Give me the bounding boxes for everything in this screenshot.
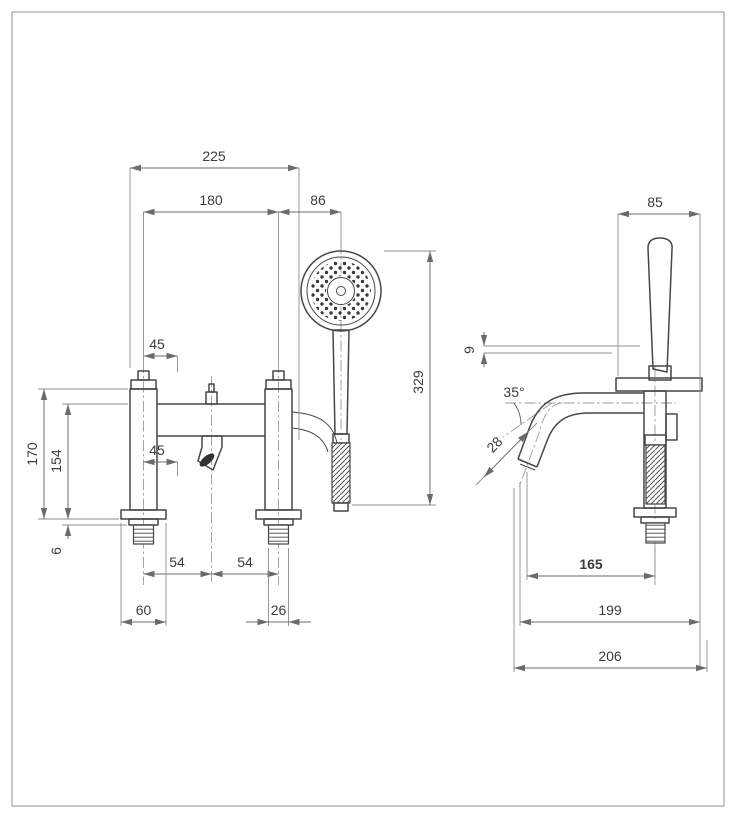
dim-front-handle-offset: 45 [149, 336, 165, 352]
hose-coil [331, 442, 351, 504]
spout-side-outer [517, 392, 644, 460]
head-center-ring [327, 277, 355, 305]
dim-side-spout-bore: 28 [483, 433, 505, 455]
centerline-spout-angle [502, 402, 553, 438]
spray-center-mask [326, 276, 356, 306]
spout-side-inner [536, 412, 644, 468]
hose-end-nut [333, 502, 349, 512]
shower-head [300, 250, 382, 332]
front-dimensions: 225 180 86 45 45 170 154 6 54 54 [24, 148, 436, 626]
centerline-spout-curve [518, 402, 563, 488]
spout-side-outlet [517, 458, 538, 468]
dim-side-mid-reach: 199 [598, 602, 622, 618]
dim-front-centres-width: 180 [199, 192, 223, 208]
dim-front-body-height: 170 [24, 442, 40, 466]
side-view [502, 237, 703, 585]
dim-front-tail-diameter: 26 [271, 602, 287, 618]
dim-side-spout-reach: 165 [579, 556, 603, 572]
spout-outlet [199, 453, 215, 467]
dim-side-spout-angle: 35° [503, 384, 524, 400]
dim-side-overall-reach: 206 [598, 648, 622, 664]
dim-front-left-centres: 54 [169, 554, 185, 570]
right-inlet-tail [267, 524, 290, 545]
side-handle [665, 413, 678, 441]
dim-front-spout-offset: 45 [149, 442, 165, 458]
side-dimensions: 85 9 35° 28 165 199 206 [461, 194, 708, 672]
spout-front [197, 435, 223, 471]
dim-front-right-centres: 54 [237, 554, 253, 570]
head-outer-ring [300, 250, 382, 332]
hose-curve-inner [291, 427, 329, 453]
dim-front-inner-height: 154 [48, 449, 64, 473]
dim-front-hose-drop: 329 [410, 370, 426, 394]
left-inlet-tail [132, 524, 155, 545]
front-view [120, 243, 382, 585]
dim-side-top-gap: 9 [461, 346, 477, 354]
dim-front-overall-width: 225 [202, 148, 226, 164]
dim-side-head-width: 85 [647, 194, 663, 210]
head-inner-ring [306, 256, 376, 326]
handset-holder [648, 365, 672, 381]
diverter-knob [205, 391, 218, 405]
head-center-cap [336, 286, 346, 296]
dim-front-flange-diameter: 60 [136, 602, 152, 618]
side-hose-nut [644, 434, 667, 446]
drawing-frame [11, 11, 725, 807]
side-inlet-tail [645, 522, 666, 544]
handset-side [647, 237, 673, 373]
side-hose-coil [645, 444, 666, 505]
dim-front-flange-thickness: 6 [48, 547, 64, 555]
dim-front-head-offset: 86 [310, 192, 326, 208]
